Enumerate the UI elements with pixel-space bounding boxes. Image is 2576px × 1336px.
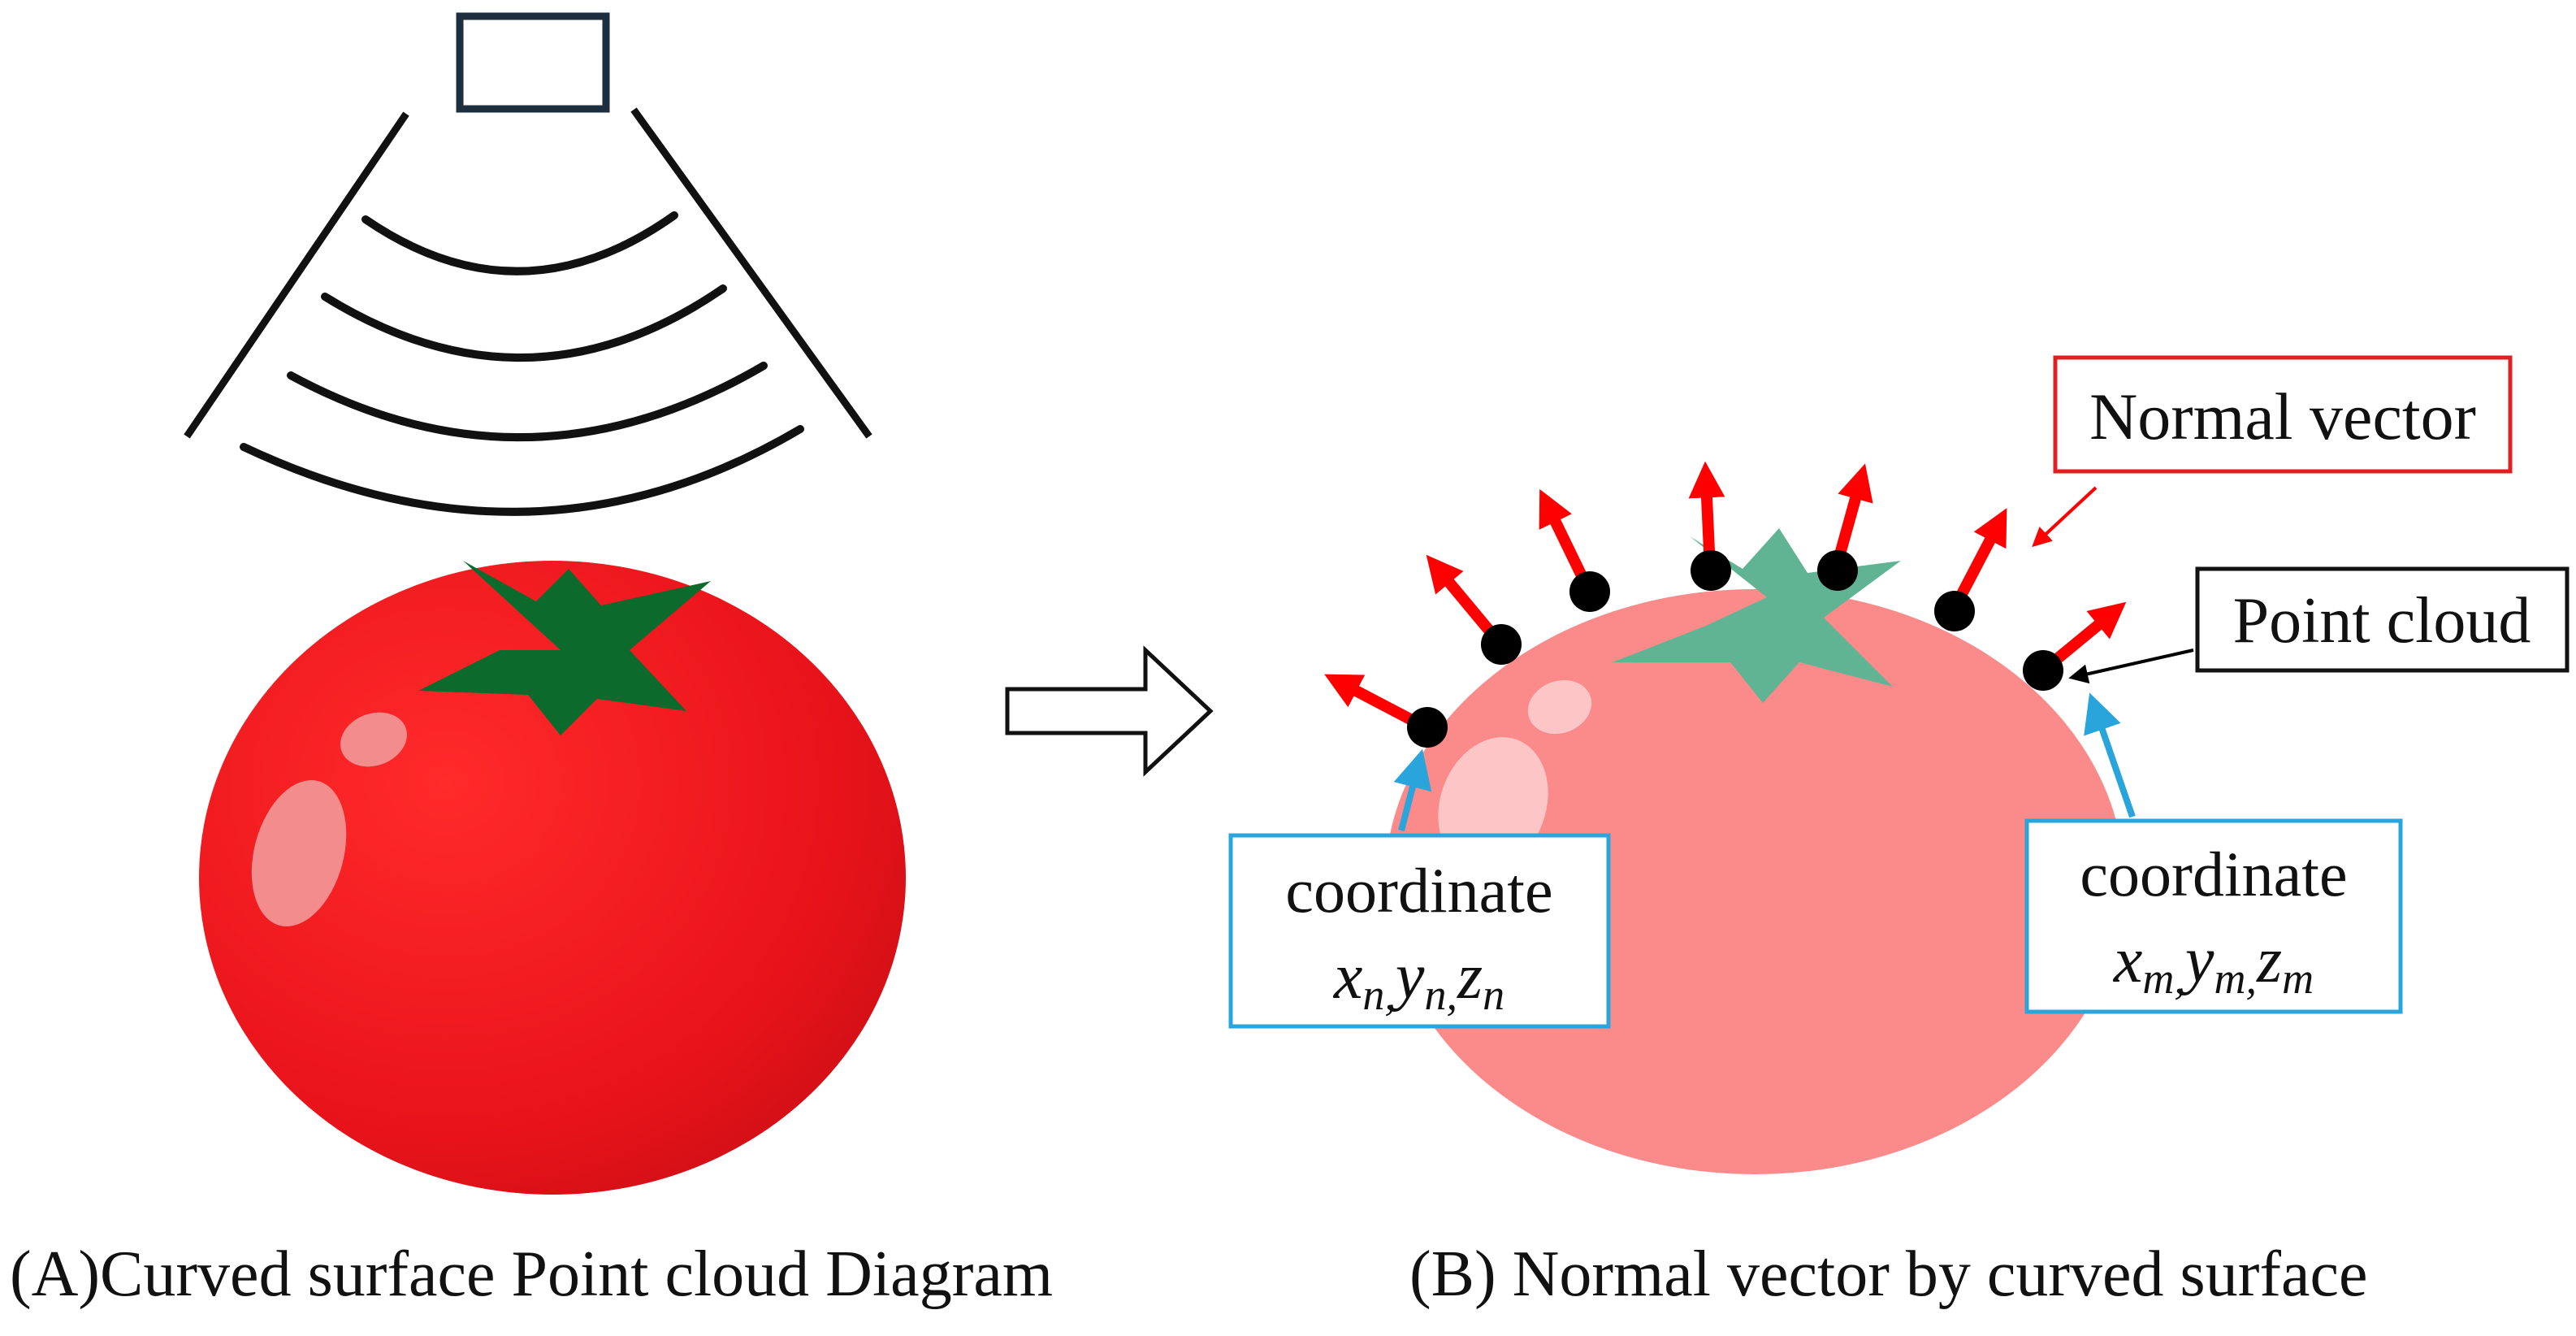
point [1407, 707, 1448, 748]
coordinate-title-right: coordinate [2080, 839, 2347, 909]
point [1934, 591, 1975, 631]
sound-wave-icon [240, 211, 804, 516]
tomato-icon [199, 561, 906, 1195]
point-cloud-label: Point cloud [2233, 585, 2531, 657]
coordinate-values-right: xm,ym,zm [2113, 925, 2314, 1003]
point-cloud [1407, 550, 2063, 748]
panel-a-caption: (A)Curved surface Point cloud Diagram [10, 1238, 1053, 1310]
coordinate-pointer-right [2084, 692, 2136, 818]
point [1691, 550, 1731, 591]
coordinate-values-left: xn,yn,zn [1333, 941, 1504, 1019]
coordinate-box-right [2024, 818, 2403, 1014]
point-cloud-pointer [2068, 648, 2194, 684]
coordinate-title-left: coordinate [1285, 855, 1552, 926]
normal-vector-pointer [2032, 486, 2098, 548]
normal-vector-label-box [2053, 355, 2513, 474]
panel-b: Normal vector Point cloud coordinate xn,… [1228, 355, 2570, 1310]
coordinate-pointer-left [1393, 748, 1432, 832]
sensor-icon [456, 12, 610, 113]
point-cloud-label-box [2195, 566, 2570, 673]
point [1569, 571, 1610, 612]
panel-b-caption: (B) Normal vector by curved surface [1409, 1238, 2368, 1310]
panel-a: (A)Curved surface Point cloud Diagram [10, 12, 1053, 1310]
sensor-beam-left [184, 111, 409, 439]
hollow-arrow-icon [1005, 645, 1214, 777]
point [1817, 550, 1858, 591]
sensor-beam-right [630, 107, 872, 439]
point [1481, 624, 1522, 665]
tomato-leaf [418, 561, 711, 735]
coordinate-box-left [1228, 833, 1611, 1029]
normal-vector-label: Normal vector [2089, 380, 2476, 453]
point [2023, 650, 2063, 691]
